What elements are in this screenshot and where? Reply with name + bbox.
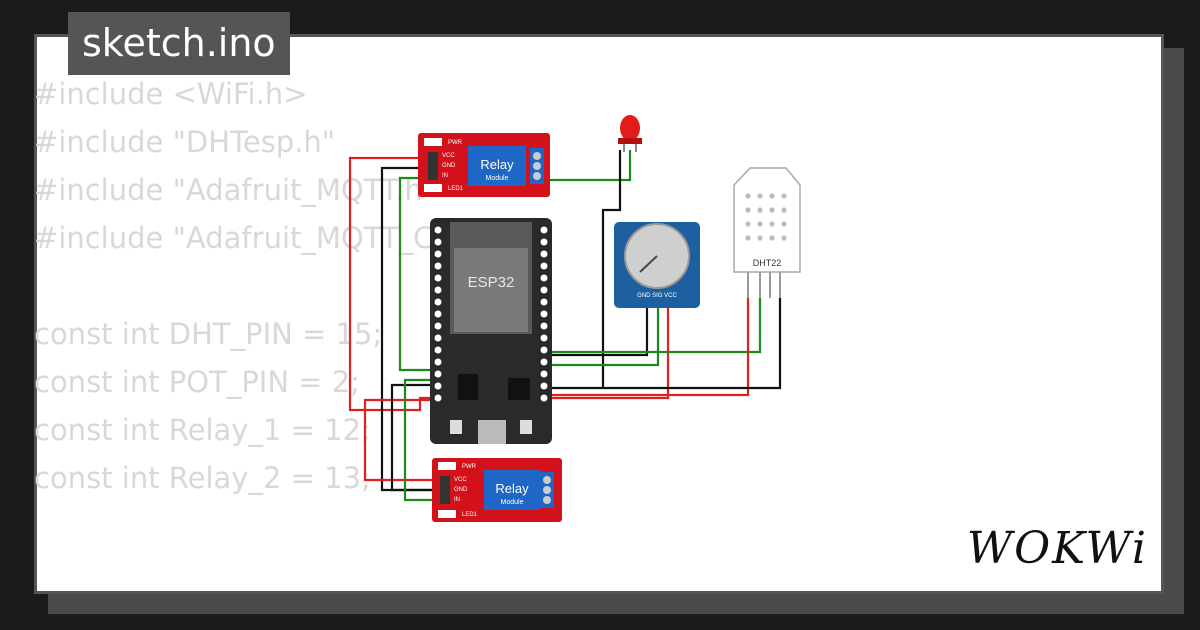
wire (390, 383, 432, 492)
esp32-board: ESP32 (430, 218, 552, 444)
wire (380, 166, 432, 492)
pot-pin-labels: GND SIG VCC (637, 293, 677, 299)
potentiometer: GND SIG VCC (614, 222, 700, 308)
wire (545, 150, 632, 182)
relay-sublabel: Module (501, 499, 524, 506)
wire (548, 298, 670, 400)
code-line: #include "DHTesp.h" (34, 125, 336, 159)
wire (603, 298, 782, 390)
wire (548, 298, 649, 357)
relay-sublabel: Module (486, 175, 509, 182)
relay-pin-in: IN (442, 173, 448, 179)
code-line: const int Relay_1 = 12; (34, 413, 371, 447)
wire (548, 298, 762, 354)
red-led (618, 115, 642, 152)
dht22-sensor: DHT22 (733, 167, 801, 298)
code-line: #include "Adafruit_MQTT.h" (34, 173, 437, 207)
wokwi-logo: WOKWi (966, 523, 1148, 574)
code-line: const int POT_PIN = 2; (34, 365, 361, 399)
relay-label: Relay (480, 157, 514, 172)
wire (398, 176, 432, 372)
code-line: const int Relay_2 = 13; (34, 461, 371, 495)
file-title: sketch.ino (68, 12, 290, 75)
code-line: const int DHT_PIN = 15; (34, 317, 383, 351)
relay-module-2: Relay Module PWR LED1 VCC GND IN (432, 458, 562, 522)
wire (548, 150, 622, 390)
wire (348, 156, 432, 412)
esp32-label: ESP32 (468, 274, 515, 291)
relay-led-label: LED1 (462, 512, 478, 518)
relay-label: Relay (495, 481, 529, 496)
wire (363, 398, 432, 482)
relay-pin-gnd: GND (454, 487, 468, 493)
relay-pwr-label: PWR (462, 464, 477, 470)
relay-pin-in: IN (454, 497, 460, 503)
dht22-label: DHT22 (753, 258, 782, 268)
relay-led-label: LED1 (448, 186, 464, 192)
relay-module-1: Relay Module PWR LED1 VCC GND IN (418, 133, 550, 197)
wire (548, 298, 750, 397)
code-background: #include <WiFi.h> #include "DHTesp.h" #i… (34, 70, 538, 502)
relay-pin-vcc: VCC (442, 153, 455, 159)
wire (403, 378, 432, 502)
relay-pin-vcc: VCC (454, 477, 467, 483)
relay-pin-gnd: GND (442, 163, 456, 169)
code-line: #include <WiFi.h> (34, 77, 308, 111)
wire (548, 298, 660, 367)
preview-card (34, 34, 1164, 594)
relay-pwr-label: PWR (448, 140, 463, 146)
